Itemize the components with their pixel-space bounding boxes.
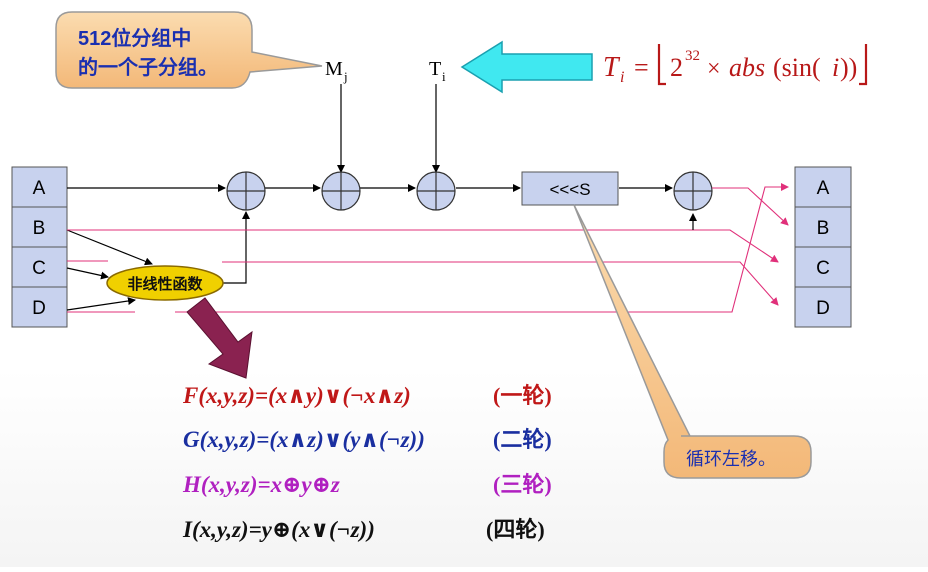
- adder-1: [226, 171, 266, 211]
- left-register-a: A: [33, 178, 46, 199]
- formula-i-round: (四轮): [486, 517, 545, 542]
- ti-formula-abs: abs: [729, 53, 765, 82]
- formula-i: I(x,y,z)=y⊕(x∨(¬z)): [182, 517, 375, 542]
- pink-wires: [67, 183, 789, 313]
- adder-2: [321, 171, 361, 211]
- subgroup-callout: 512位分组中 的一个子分组。: [55, 11, 323, 89]
- formula-g: G(x,y,z)=(x∧z)∨(y∧(¬z)): [183, 427, 425, 452]
- cyan-arrow: [460, 40, 593, 94]
- ti-label: T i: [429, 58, 446, 84]
- ti-letter: T: [429, 58, 441, 80]
- formula-g-round: (二轮): [493, 427, 552, 452]
- left-register-c-box: [11, 246, 68, 288]
- ti-formula-base: 2: [670, 53, 683, 82]
- ti-formula-i: i: [832, 53, 839, 82]
- subgroup-callout-line2: 的一个子分组。: [78, 55, 218, 79]
- rotate-callout: 循环左移。: [573, 204, 812, 479]
- right-register-d-box: [794, 286, 852, 328]
- formula-h-round: (三轮): [493, 472, 552, 497]
- ti-formula-sin: (sin(: [773, 53, 821, 82]
- ti-formula: T i = 2 32 × abs (sin( i )): [603, 44, 868, 86]
- right-register-d: D: [816, 298, 830, 319]
- b-to-c-wire: [67, 229, 779, 263]
- nonlinear-function: 非线性函数: [106, 265, 224, 301]
- ti-formula-eq: =: [634, 53, 649, 82]
- adder4-to-b-wire: [712, 187, 789, 226]
- right-register-b: B: [817, 218, 830, 239]
- mj-letter: M: [325, 58, 343, 80]
- b-to-nonlinear: [66, 229, 153, 266]
- ti-formula-lhs: T: [603, 52, 621, 83]
- left-register-b-box: [11, 206, 68, 248]
- right-register-c-box: [794, 246, 852, 288]
- right-register-a-box: [794, 166, 852, 208]
- formula-f-round: (一轮): [493, 383, 552, 408]
- adder-3: [416, 171, 456, 211]
- shift-label: <<<S: [549, 180, 590, 199]
- right-register-c: C: [816, 258, 830, 279]
- nonlinear-inputs: [66, 229, 153, 311]
- d-to-nonlinear: [66, 297, 136, 311]
- left-register-c: C: [32, 258, 46, 279]
- ti-subscript: i: [442, 69, 446, 84]
- right-register-b-box: [794, 206, 852, 248]
- c-to-nonlinear: [66, 267, 109, 280]
- left-register-a-box: [11, 166, 68, 208]
- d-to-a-wire: [175, 183, 789, 313]
- mj-label: M j: [325, 58, 348, 84]
- ti-formula-times: ×: [707, 56, 721, 82]
- shift-box: <<<S: [521, 171, 619, 206]
- formula-list: F(x,y,z)=(x∧y)∨(¬x∧z) (一轮) G(x,y,z)=(x∧z…: [182, 383, 552, 542]
- adder-4: [673, 171, 713, 211]
- formula-f: F(x,y,z)=(x∧y)∨(¬x∧z): [182, 383, 411, 408]
- ti-formula-exp: 32: [685, 48, 700, 64]
- rotate-callout-label: 循环左移。: [686, 449, 776, 469]
- purple-arrow: [186, 297, 253, 379]
- floor-left-bracket: [657, 44, 666, 86]
- right-registers: A B C D: [794, 166, 852, 328]
- formula-h: H(x,y,z)=x⊕y⊕z: [182, 472, 340, 497]
- subgroup-callout-line1: 512位分组中: [78, 26, 191, 50]
- left-register-d: D: [32, 298, 46, 319]
- c-to-d-wire: [222, 261, 779, 306]
- ti-formula-close: )): [840, 53, 857, 82]
- mj-subscript: j: [343, 69, 348, 84]
- nonlinear-function-label: 非线性函数: [127, 275, 203, 293]
- ti-formula-lhs-sub: i: [620, 69, 624, 86]
- nonlinear-to-adder1: [222, 211, 250, 284]
- left-register-b: B: [33, 218, 46, 239]
- floor-right-bracket: [859, 44, 868, 86]
- left-register-d-box: [11, 286, 68, 328]
- left-registers: A B C D: [11, 166, 68, 328]
- right-register-a: A: [817, 178, 830, 199]
